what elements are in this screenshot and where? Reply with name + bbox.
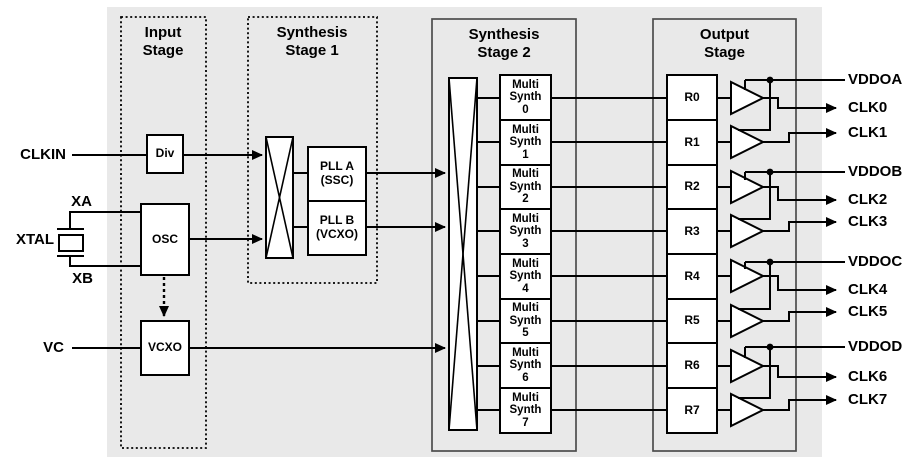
- pin-label-xa: XA: [71, 193, 92, 210]
- multisynth-label-4: Multi Synth 4: [509, 257, 542, 295]
- output-buffer-7: [730, 392, 766, 428]
- r-divider-label-1: R1: [684, 134, 700, 149]
- pll-b-box: [307, 200, 367, 256]
- vcxo-box: [140, 320, 190, 376]
- multisynth-box-2: [499, 164, 552, 210]
- pin-label-clk5: CLK5: [848, 303, 888, 320]
- pin-label-vddod: VDDOD: [848, 338, 903, 355]
- div-label: Div: [155, 146, 175, 161]
- vddoa-junction-dot: [766, 76, 774, 84]
- pin-label-clk4: CLK4: [848, 281, 888, 298]
- clk6-wire: [763, 365, 837, 382]
- input-stage-box: [120, 16, 207, 449]
- osc-box: [140, 203, 190, 276]
- clk1-wire: [763, 128, 837, 143]
- output-buffer-0: [730, 80, 766, 116]
- r-divider-label-0: R0: [684, 89, 700, 104]
- synth-stage1-title: Synthesis Stage 1: [276, 24, 348, 59]
- multisynth-box-7: [499, 387, 552, 434]
- multisynth-label-2: Multi Synth 2: [509, 168, 542, 206]
- synth-stage2-title: Synthesis Stage 2: [468, 26, 540, 61]
- osc-label: OSC: [151, 231, 178, 246]
- clk3-wire: [763, 217, 837, 232]
- pin-label-vddob: VDDOB: [848, 163, 903, 180]
- synth-stage2-box: [431, 18, 577, 452]
- synth-stage1-box: [247, 16, 378, 284]
- pin-label-clk0: CLK0: [848, 99, 888, 116]
- output-buffer-5: [730, 303, 766, 339]
- div-box: [146, 134, 184, 174]
- multisynth-label-0: Multi Synth 0: [509, 78, 542, 116]
- vcxo-label: VCXO: [147, 340, 182, 355]
- multisynth-box-1: [499, 119, 552, 166]
- pin-label-clk7: CLK7: [848, 391, 888, 408]
- pin-label-clk6: CLK6: [848, 368, 888, 385]
- r-divider-box-3: [666, 208, 718, 255]
- multisynth-box-6: [499, 342, 552, 389]
- vddoa-buffer-drop: [738, 80, 771, 131]
- output-buffer-6: [730, 348, 766, 384]
- pin-label-clkin: CLKIN: [20, 146, 66, 163]
- clk7-wire: [763, 395, 837, 411]
- vddod-junction-dot: [766, 343, 774, 351]
- multisynth-label-3: Multi Synth 3: [509, 212, 542, 250]
- crossbar2-diagonal: [448, 77, 478, 431]
- vddod-buffer-drop: [738, 347, 771, 399]
- pin-label-xb: XB: [72, 270, 93, 287]
- pin-label-clk3: CLK3: [848, 213, 888, 230]
- clk4-wire: [763, 275, 837, 295]
- r-divider-label-6: R6: [684, 357, 700, 372]
- vddoc-junction-dot: [766, 258, 774, 266]
- output-stage-box: [652, 18, 797, 452]
- output-stage-title: Output Stage: [699, 26, 750, 61]
- multisynth-label-7: Multi Synth 7: [509, 391, 542, 429]
- r-divider-label-4: R4: [684, 268, 700, 283]
- pin-label-xtal: XTAL: [15, 231, 54, 248]
- output-buffer-4: [730, 258, 766, 294]
- clk5-wire: [763, 307, 837, 322]
- pin-label-vddoa: VDDOA: [848, 71, 903, 88]
- output-buffer-3: [730, 213, 766, 249]
- pin-label-clk2: CLK2: [848, 191, 888, 208]
- r-divider-label-7: R7: [684, 402, 700, 417]
- vddoc-buffer-drop: [738, 262, 771, 310]
- multisynth-label-1: Multi Synth 1: [509, 123, 542, 161]
- output-buffer-2: [730, 169, 766, 205]
- pll-b-label: PLL B (VCXO): [316, 213, 358, 241]
- clk0-wire: [763, 97, 837, 113]
- multisynth-box-5: [499, 298, 552, 344]
- r-divider-box-2: [666, 164, 718, 210]
- crystal-body: [58, 234, 84, 252]
- pin-label-vddoc: VDDOC: [848, 253, 903, 270]
- multisynth-box-0: [499, 74, 552, 121]
- clk2-wire: [763, 186, 837, 205]
- pin-label-vc: VC: [43, 339, 64, 356]
- r-divider-label-5: R5: [684, 313, 700, 328]
- pin-label-clk1: CLK1: [848, 124, 888, 141]
- crossbar1-diagonal: [265, 136, 294, 259]
- input-stage-title: Input Stage: [142, 24, 184, 59]
- output-buffer-1: [730, 124, 766, 160]
- pll-a-label: PLL A (SSC): [319, 159, 354, 187]
- r-divider-label-2: R2: [684, 179, 700, 194]
- r-divider-label-3: R3: [684, 223, 700, 238]
- vddob-junction-dot: [766, 168, 774, 176]
- multisynth-label-6: Multi Synth 6: [509, 346, 542, 384]
- multisynth-label-5: Multi Synth 5: [509, 302, 542, 340]
